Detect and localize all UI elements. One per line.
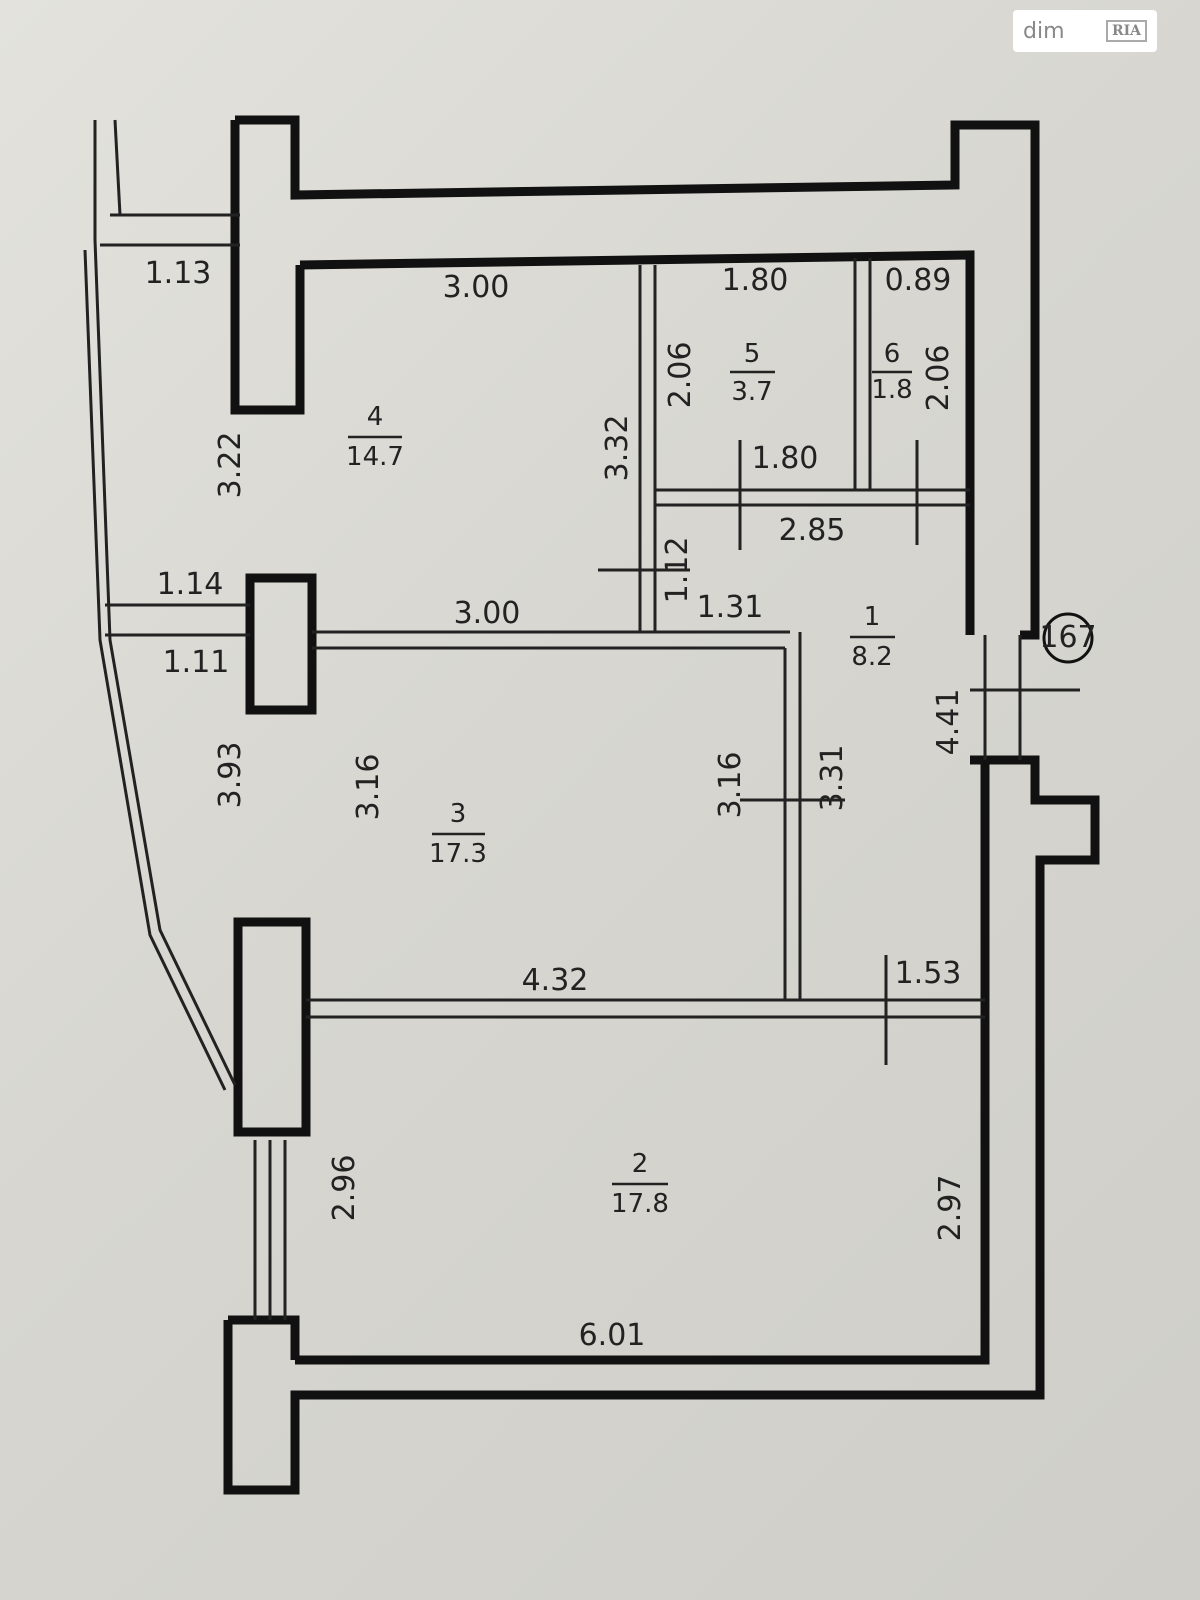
room-1-label: 1 8.2 — [850, 602, 895, 672]
dim-room5-top: 1.80 — [722, 263, 789, 298]
room-2-area: 17.8 — [611, 1189, 669, 1219]
dim-balcony-lower-side: 3.93 — [213, 742, 248, 809]
dim-room6-side: 2.06 — [921, 345, 956, 412]
watermark-brand: dim — [1023, 18, 1065, 44]
room-6-area: 1.8 — [871, 375, 912, 405]
dim-balcony-upper-side: 3.22 — [213, 432, 248, 499]
dim-room2-right: 2.97 — [933, 1175, 968, 1242]
watermark-badge: RIA — [1105, 20, 1147, 42]
dim-room4-top: 3.00 — [443, 270, 510, 305]
dim-room6-top: 0.89 — [885, 263, 952, 298]
room-3-number: 3 — [450, 799, 467, 829]
room-4-number: 4 — [367, 402, 384, 432]
room-5-number: 5 — [744, 339, 761, 369]
room-1-number: 1 — [864, 602, 881, 632]
room-5-area: 3.7 — [731, 377, 772, 407]
apartment-number: 167 — [1039, 620, 1096, 655]
balcony — [83, 119, 287, 1320]
room-6-label: 6 1.8 — [871, 339, 912, 405]
dim-corridor-small: 1.12 — [660, 537, 695, 604]
room-4-label: 4 14.7 — [346, 402, 404, 472]
room-5-label: 5 3.7 — [730, 339, 775, 407]
dim-room3-bottom: 4.32 — [522, 963, 589, 998]
dim-balcony-top: 1.13 — [145, 256, 212, 291]
apartment-number-circle — [1042, 612, 1094, 664]
dim-corridor-long: 4.41 — [931, 689, 966, 756]
room-2-number: 2 — [632, 1149, 649, 1179]
room-2-label: 2 17.8 — [611, 1149, 669, 1219]
room-4-area: 14.7 — [346, 442, 404, 472]
dim-room2-left: 2.96 — [327, 1155, 362, 1222]
dim-balcony-mid1: 1.14 — [157, 567, 224, 602]
room-3-area: 17.3 — [429, 839, 487, 869]
room-1-area: 8.2 — [851, 642, 892, 672]
dim-balcony-mid2: 1.11 — [163, 645, 230, 680]
dim-room5-bottom: 1.80 — [752, 441, 819, 476]
dim-room3-left: 3.16 — [351, 754, 386, 821]
dim-room2-bottom: 6.01 — [579, 1318, 646, 1353]
dim-room3-right: 3.16 — [713, 752, 748, 819]
exterior-walls — [223, 115, 1100, 1495]
dim-corridor-side: 3.31 — [815, 745, 850, 812]
dim-corridor-mid: 1.31 — [697, 590, 764, 625]
dimria-watermark: dim RIA — [1013, 10, 1157, 52]
dim-room4-bottom: 3.00 — [454, 596, 521, 631]
dim-door-width: 1.53 — [895, 956, 962, 991]
dim-room5-side: 2.06 — [663, 342, 698, 409]
dim-corridor-top: 2.85 — [779, 513, 846, 548]
room-3-label: 3 17.3 — [429, 799, 487, 869]
interior-walls — [306, 258, 1080, 1065]
dim-room4-side: 3.32 — [600, 415, 635, 482]
dimension-labels: 1.13 3.00 1.80 0.89 1.80 2.85 1.14 3.00 … — [145, 256, 968, 1353]
room-6-number: 6 — [884, 339, 901, 369]
